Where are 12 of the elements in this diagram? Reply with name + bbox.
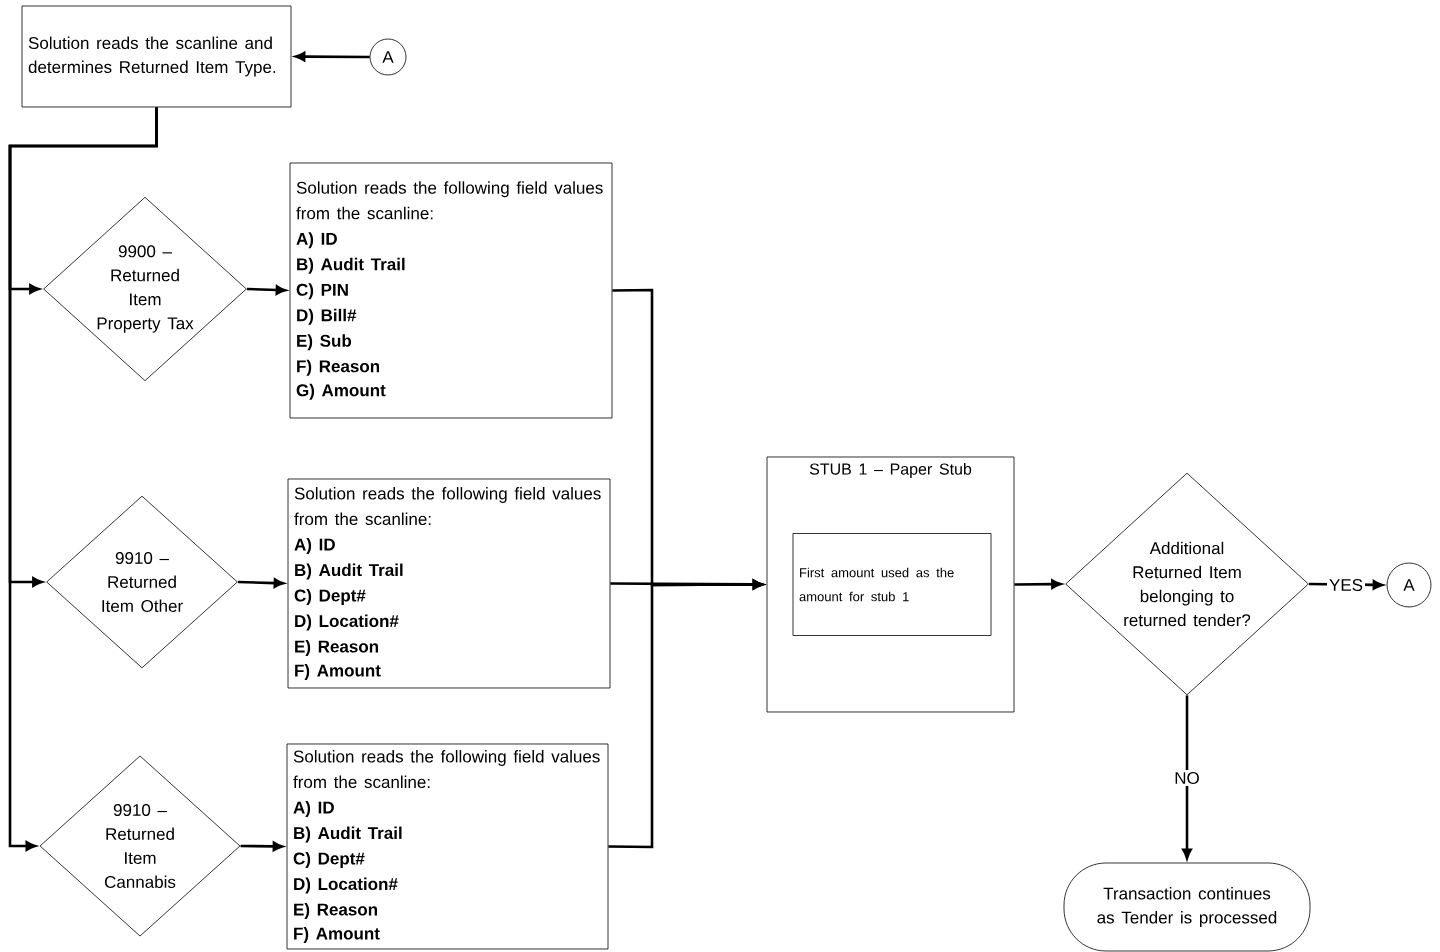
process-box: First amount used as the amount for stub 1 [792, 533, 992, 636]
edge-label: NO [1172, 770, 1202, 786]
process-box: Solution reads the following field values from the scanline: A) ID B) Audit Trail C) Dept# D) Location# E) Reason F) Amount [286, 743, 609, 950]
arrow [294, 51, 370, 62]
arrow [1014, 579, 1062, 589]
edge-label: YES [1327, 577, 1365, 593]
terminal-box: Transaction continues as Tender is processed [1063, 862, 1311, 952]
arrow [1182, 695, 1192, 860]
process-box: Solution reads the scanline and determines Returned Item Type. [21, 5, 292, 108]
process-box: Solution reads the following field values from the scanline: A) ID B) Audit Trail C) Dept# D) Location# E) Reason F) Amount [287, 478, 611, 689]
arrow [8, 107, 158, 851]
process-box: Solution reads the following field values from the scanline: A) ID B) Audit Trail C) PIN D) Bill# E) Sub F) Reason G) Amount [289, 162, 613, 419]
